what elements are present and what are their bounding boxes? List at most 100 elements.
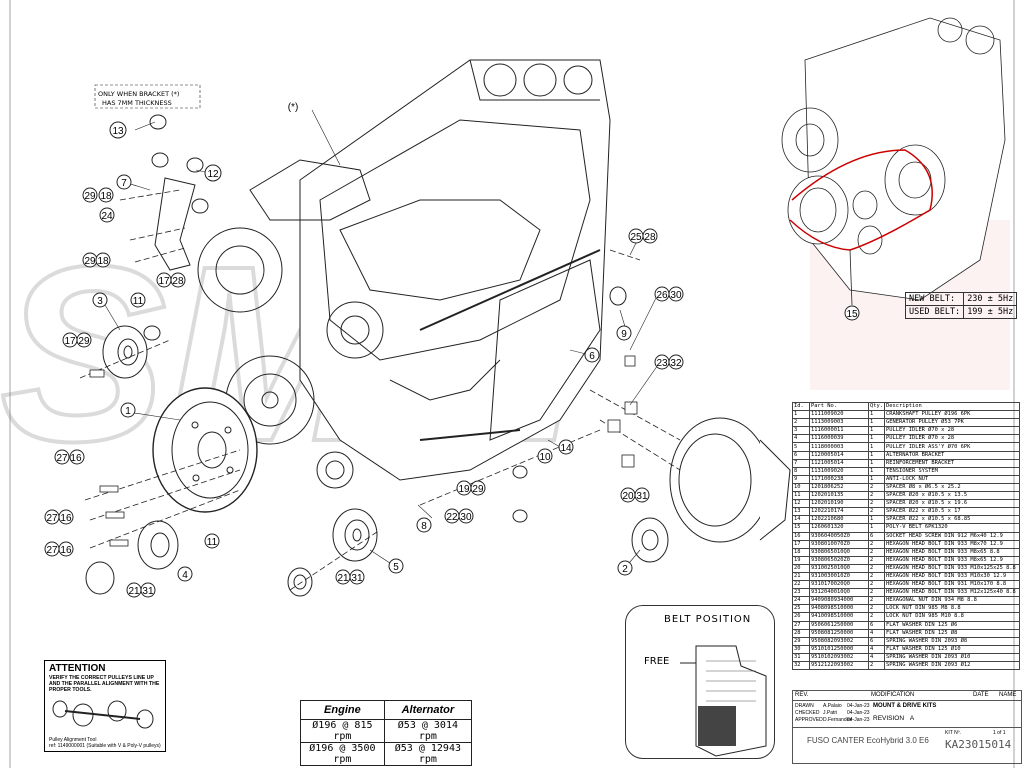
- part-description: PULLEY IDLER Ø70 x 28: [883, 434, 1021, 444]
- attention-title: ATTENTION: [49, 663, 106, 674]
- part-number: 1131009020: [809, 466, 869, 476]
- attention-box: ATTENTION VERIFY THE CORRECT PULLEYS LIN…: [44, 660, 166, 752]
- col-id: Id.: [792, 401, 810, 412]
- part-qty: 1: [868, 450, 885, 460]
- part-number: 9308065010Q0: [809, 547, 869, 557]
- part-description: SPRING WASHER DIN 2093 Ø12: [883, 660, 1021, 671]
- part-number: 9512122093002: [809, 660, 869, 671]
- callout-24: 24: [101, 211, 113, 222]
- part-description: PULLEY IDLER Ø70 x 28: [883, 426, 1021, 436]
- part-id: 18: [792, 547, 810, 557]
- part-number: 1121005014: [809, 458, 869, 468]
- used-belt-row: USED BELT: 199 ± 5Hz: [904, 305, 1018, 319]
- part-description: GENERATOR PULLEY Ø53 7PK: [883, 418, 1021, 428]
- part-id: 23: [792, 588, 810, 598]
- callout-4: 4: [182, 570, 188, 581]
- belt-position-illustration: [680, 645, 767, 757]
- part-description: SPRING WASHER DIN 2093 Ø8: [883, 636, 1021, 646]
- callout-18a: 18: [100, 191, 112, 202]
- part-id: 11: [792, 491, 810, 501]
- callout-13: 13: [112, 126, 124, 137]
- rpm-row-idle: Ø196 @ 815 rpm Ø53 @ 3014 rpm: [300, 719, 473, 743]
- part-qty: 6: [868, 620, 885, 630]
- part-number: 9310025010Q0: [809, 563, 869, 573]
- part-qty: 6: [868, 531, 885, 541]
- callout-11a: 11: [133, 296, 144, 307]
- revision-value: A: [909, 715, 915, 722]
- approved-date: 04-Jan-23: [847, 717, 870, 723]
- part-id: 10: [792, 482, 810, 493]
- part-description: LOCK NUT DIN 985 M10 8.8: [883, 612, 1021, 622]
- rpm-table: Engine Alternator Ø196 @ 815 rpm Ø53 @ 3…: [300, 700, 473, 766]
- date-label: DATE: [973, 692, 989, 698]
- part-number: 1116000039: [809, 434, 869, 444]
- drawn-label: DRAWN: [795, 703, 814, 709]
- callout-21-31a: 21 31: [128, 586, 153, 597]
- part-id: 2: [792, 418, 810, 428]
- callout-11b: 11: [207, 537, 218, 548]
- callout-27-16b: 27 16: [46, 513, 71, 524]
- idler-pulley-4: [85, 520, 179, 595]
- part-description: SPACER Ø22 x Ø10.5 x 17: [883, 507, 1021, 517]
- kit-number: KA23015014: [945, 738, 1012, 751]
- part-number: 1118000003: [809, 442, 869, 452]
- part-qty: 6: [868, 636, 885, 646]
- alternator-rpm-max: Ø53 @ 12943 rpm: [383, 742, 473, 766]
- part-description: CRANKSHAFT PULLEY Ø196 6PK: [883, 410, 1021, 420]
- name-label: NAME: [999, 692, 1017, 698]
- part-number: 1202210174: [809, 507, 869, 517]
- part-description: LOCK NUT DIN 985 M8 8.8: [883, 604, 1021, 614]
- part-qty: 2: [868, 539, 885, 549]
- part-number: 9308065020Z0: [809, 555, 869, 565]
- callout-5: 5: [393, 562, 399, 573]
- bracket-note-line2: HAS 7MM THICKNESS: [102, 99, 172, 107]
- callout-7: 7: [121, 178, 127, 189]
- callout-27-16a: 27 16: [56, 453, 81, 464]
- part-description: HEXAGONAL NUT DIN 934 M8 8.8: [883, 596, 1021, 606]
- part-description: HEXAGON HEAD BOLT DIN 933 M8x65 12.9: [883, 555, 1021, 565]
- part-qty: 2: [868, 491, 885, 501]
- engine-rpm-idle: Ø196 @ 815 rpm: [300, 719, 385, 743]
- callout-6: 6: [589, 351, 595, 362]
- part-qty: 1: [868, 434, 885, 444]
- part-qty: 4: [868, 644, 885, 654]
- belt-free-label: FREE: [644, 656, 670, 667]
- part-id: 5: [792, 442, 810, 452]
- part-description: POLY-V BELT 6PK1320: [883, 523, 1021, 533]
- part-id: 14: [792, 515, 810, 525]
- part-description: HEXAGON HEAD BOLT DIN 933 M10x125x25 8.8: [883, 563, 1021, 573]
- callout-10: 10: [539, 452, 551, 463]
- part-number: 9508081250000: [809, 628, 869, 638]
- callout-25-28: 25 28: [630, 232, 655, 243]
- callout-9: 9: [621, 329, 627, 340]
- callout-22-30: 22 30: [446, 512, 471, 523]
- part-description: FLAT WASHER DIN 125 Ø8: [883, 628, 1021, 638]
- callout-23-32: 23 32: [656, 358, 681, 369]
- part-qty: 1: [868, 442, 885, 452]
- checked-label: CHECKED: [795, 710, 820, 716]
- part-description: SOCKET HEAD SCREW DIN 912 M6x40 12.9: [883, 531, 1021, 541]
- part-qty: 2: [868, 499, 885, 509]
- part-qty: 2: [868, 507, 885, 517]
- checked-date: 04-Jan-23: [847, 710, 870, 716]
- part-description: TENSIONER SYSTEM: [883, 466, 1021, 476]
- part-description: SPACER Ø20 x Ø10.5 x 19.6: [883, 499, 1021, 509]
- col-qty: Qty.: [868, 401, 885, 412]
- callout-19-29: 19 29: [458, 484, 483, 495]
- bolts-and-axes: [79, 189, 681, 591]
- part-id: 29: [792, 636, 810, 646]
- alignment-tool-illustration: [52, 700, 154, 729]
- engine-header: Engine: [300, 700, 385, 720]
